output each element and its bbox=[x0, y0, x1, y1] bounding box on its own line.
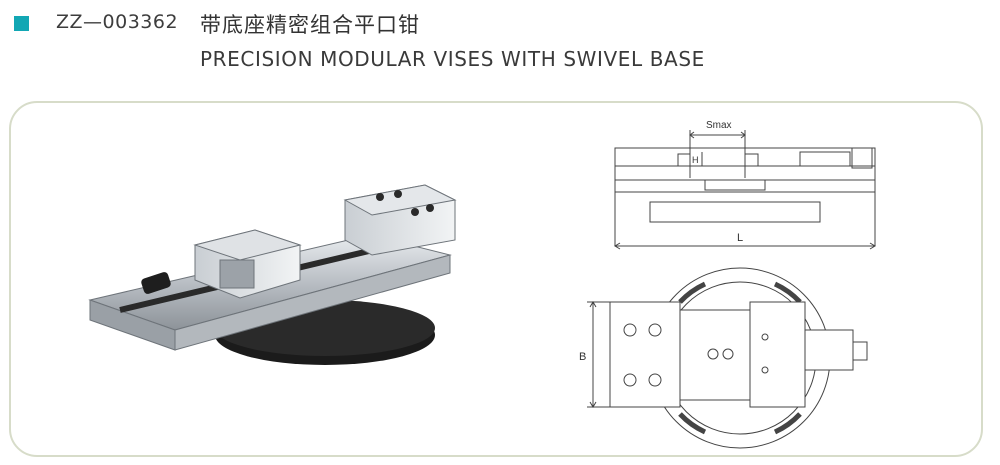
product-code: ZZ—003362 bbox=[56, 11, 179, 33]
b-label: B bbox=[579, 351, 586, 363]
h-label: H bbox=[692, 155, 699, 165]
side-view-drawing: Smax H L bbox=[614, 120, 876, 250]
top-view-drawing: B bbox=[579, 267, 868, 449]
product-title-english: PRECISION MODULAR VISES WITH SWIVEL BASE bbox=[200, 47, 705, 71]
header: ZZ—003362 带底座精密组合平口钳 PRECISION MODULAR V… bbox=[0, 0, 1000, 90]
l-label: L bbox=[737, 232, 743, 244]
smax-label: Smax bbox=[706, 120, 732, 131]
square-marker-icon bbox=[14, 16, 29, 31]
vise-photo bbox=[88, 184, 457, 365]
product-title-chinese: 带底座精密组合平口钳 bbox=[200, 13, 420, 37]
